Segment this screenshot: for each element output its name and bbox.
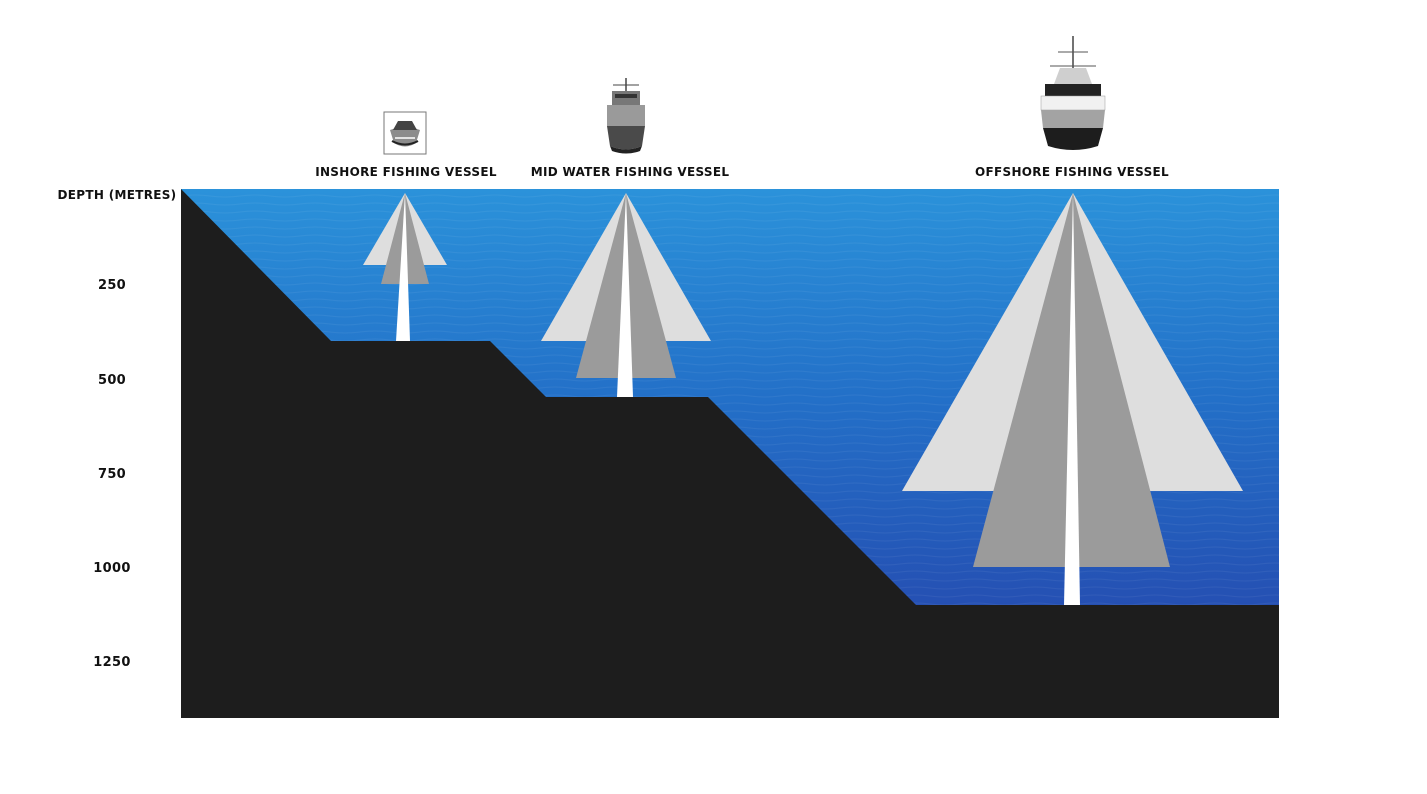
trawler-icon [607, 78, 645, 154]
midwater-sonar-cone [541, 193, 711, 397]
midwater-beam-line [617, 193, 633, 397]
offshore-sonar-cone [902, 193, 1243, 605]
inshore-vessel-label: INSHORE FISHING VESSEL [315, 165, 497, 179]
offshore-ship-icon [1040, 36, 1106, 150]
inshore-beam-line [396, 193, 410, 341]
inshore-boat-icon [383, 111, 427, 155]
midwater-vessel-label: MID WATER FISHING VESSEL [531, 165, 730, 179]
depth-tick-1000: 1000 [93, 561, 130, 576]
depth-tick-250: 250 [98, 278, 126, 293]
inshore-sonar-cone [363, 193, 447, 341]
depth-axis-title: DEPTH (METRES) [58, 188, 177, 202]
offshore-vessel-label: OFFSHORE FISHING VESSEL [975, 165, 1169, 179]
depth-tick-500: 500 [98, 373, 126, 388]
depth-tick-750: 750 [98, 467, 126, 482]
offshore-beam-line [1064, 193, 1080, 605]
depth-tick-1250: 1250 [93, 655, 130, 670]
seabed-profile [181, 189, 1279, 718]
